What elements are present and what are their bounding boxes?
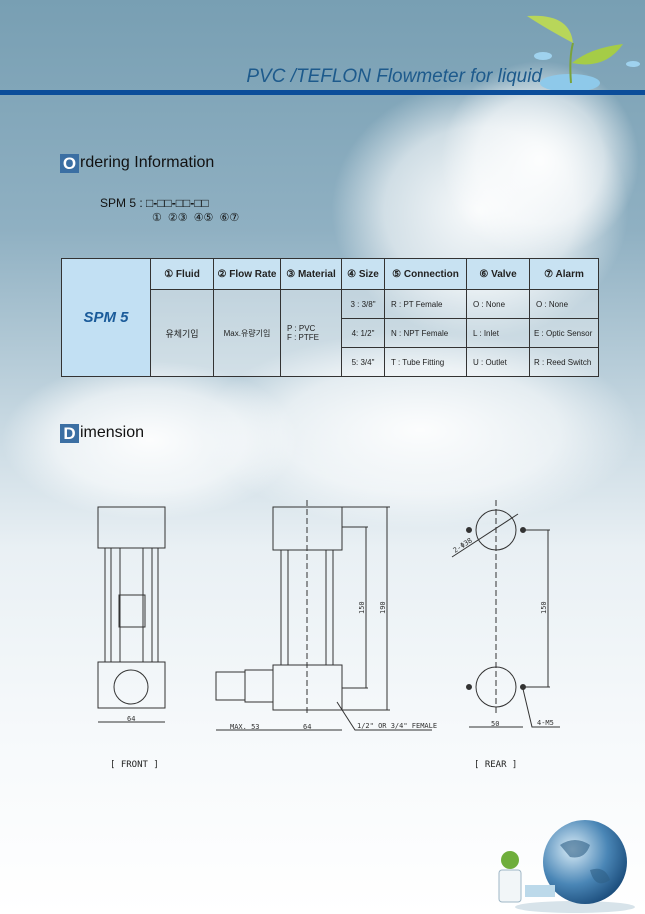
model-cell: SPM 5 — [61, 258, 151, 377]
size-cell: 4: 1/2" — [341, 318, 385, 348]
header-alarm: ⑦ Alarm — [529, 258, 599, 290]
ordering-table: SPM 5 ① Fluid ② Flow Rate ③ Material ④ S… — [61, 258, 599, 377]
page-title: PVC /TEFLON Flowmeter for liquid — [246, 66, 542, 87]
header-fluid: ① Fluid — [150, 258, 214, 290]
alarm-cell: E : Optic Sensor — [529, 318, 599, 348]
size-cell: 3 : 3/8" — [341, 289, 385, 319]
dimension-drawings: 64 [ FRONT ] 150 190 MAX. 53 64 1/2" OR … — [97, 500, 560, 770]
rear-dim-150: 150 — [540, 601, 548, 614]
section-badge: D — [60, 424, 79, 443]
heading-text: imension — [80, 424, 145, 441]
header-valve: ⑥ Valve — [466, 258, 530, 290]
header-material: ③ Material — [280, 258, 342, 290]
max-dim: MAX. 53 — [230, 723, 260, 731]
code-prefix: SPM 5 : — [100, 196, 143, 210]
alarm-cell: R : Reed Switch — [529, 347, 599, 377]
holes-dim: 4-M5 — [537, 719, 554, 727]
side-view: 150 190 MAX. 53 64 1/2" OR 3/4" FEMALE — [215, 500, 437, 731]
sprout-illustration — [527, 15, 640, 92]
front-width-dim: 64 — [127, 715, 135, 723]
flow-rate-cell: Max.유량기입 — [213, 289, 281, 377]
front-label: [ FRONT ] — [110, 760, 159, 770]
diameter-dim: 2-Φ38 — [452, 536, 474, 554]
rear-view: 150 2-Φ38 50 4-M5 [ REAR ] — [451, 500, 560, 770]
cloud — [0, 360, 300, 520]
connection-cell: R : PT Female — [384, 289, 467, 319]
material-pvc: P : PVC — [287, 324, 316, 333]
connection-cell: N : NPT Female — [384, 318, 467, 348]
female-dim: 1/2" OR 3/4" FEMALE — [357, 722, 437, 730]
heading-text: rdering Information — [80, 154, 215, 171]
front-view: 64 [ FRONT ] — [97, 506, 166, 770]
header-flow-rate: ② Flow Rate — [213, 258, 281, 290]
section-badge: O — [60, 154, 79, 173]
side-width-dim: 64 — [303, 723, 311, 731]
dim-190: 190 — [379, 601, 387, 614]
order-code: SPM 5 : □-□□-□□-□□ — [100, 196, 209, 210]
header-connection: ⑤ Connection — [384, 258, 467, 290]
code-numbers: ① ②③ ④⑤ ⑥⑦ — [152, 212, 240, 224]
fluid-cell: 유체기입 — [150, 289, 214, 377]
rear-width-dim: 50 — [491, 720, 499, 728]
dim-150: 150 — [358, 601, 366, 614]
code-pattern: □-□□-□□-□□ — [146, 196, 209, 210]
size-cell: 5: 3/4" — [341, 347, 385, 377]
header-size: ④ Size — [341, 258, 385, 290]
rear-label: [ REAR ] — [474, 760, 517, 770]
connection-cell: T : Tube Fitting — [384, 347, 467, 377]
valve-cell: L : Inlet — [466, 318, 530, 348]
material-ptfe: F : PTFE — [287, 333, 319, 342]
valve-cell: U : Outlet — [466, 347, 530, 377]
valve-cell: O : None — [466, 289, 530, 319]
header-rule — [0, 90, 645, 95]
globe-illustration — [498, 820, 635, 913]
alarm-cell: O : None — [529, 289, 599, 319]
